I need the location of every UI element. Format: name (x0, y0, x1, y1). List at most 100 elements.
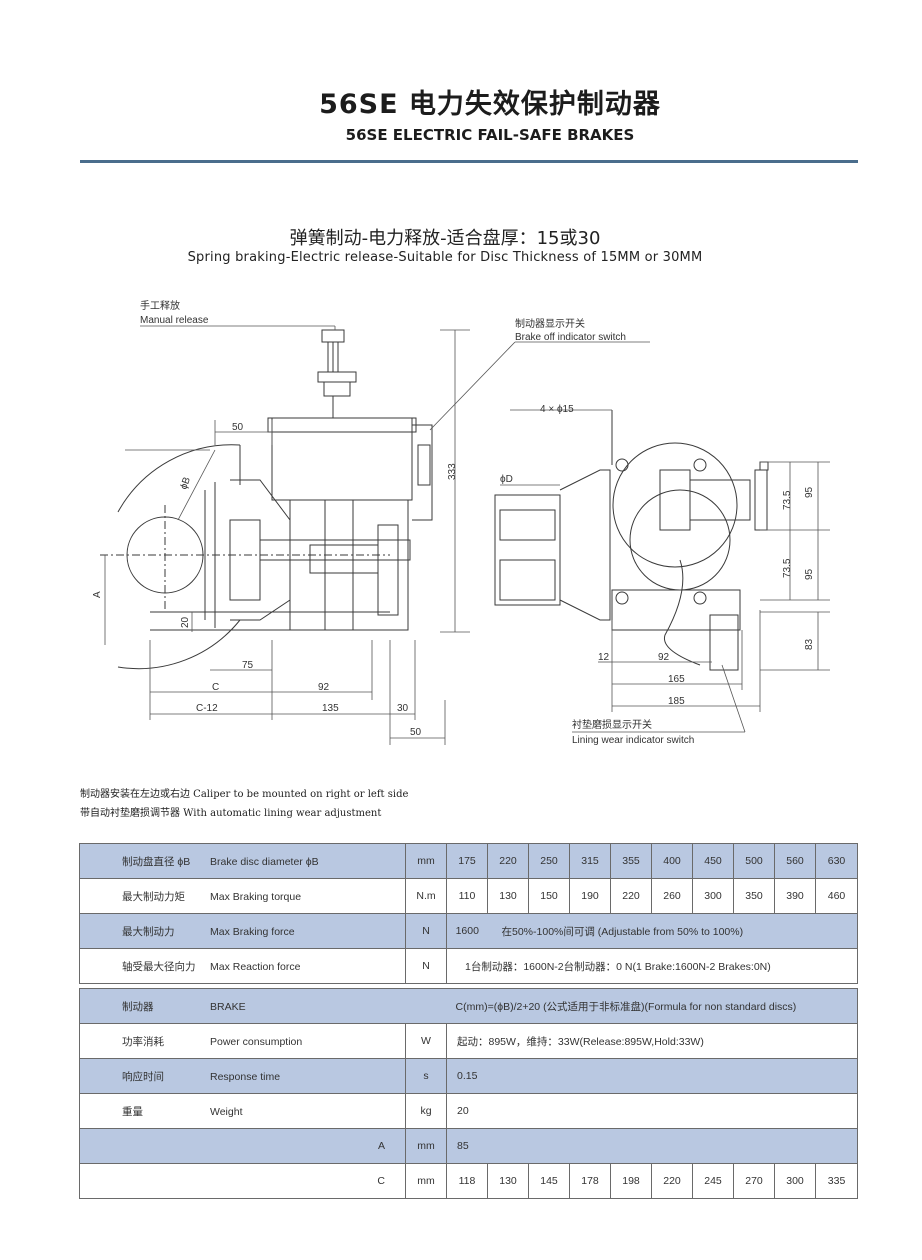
value-cell: 150 (528, 878, 570, 914)
value-cell: 20 (445, 1093, 859, 1129)
dim-label: 165 (668, 674, 685, 685)
value-cell: 0.15 (445, 1058, 859, 1094)
manual-release-label-cn: 手工释放 (140, 299, 180, 312)
dim-label: 12 (598, 652, 610, 663)
value-cell: 1600 (446, 913, 488, 949)
value-cell: 145 (528, 1163, 570, 1199)
value-cell: 300 (774, 1163, 816, 1199)
value-cell: 560 (774, 843, 816, 879)
unit-cell: kg (405, 1093, 447, 1129)
brake-off-label-en: Brake off indicator switch (515, 332, 626, 343)
dim-label: 92 (318, 682, 330, 693)
page-title: 56SE 电力失效保护制动器 (319, 89, 661, 120)
unit-cell: mm (405, 1128, 447, 1164)
dim-label: 185 (668, 696, 685, 707)
dim-label: 73.5 (782, 490, 793, 510)
value-cell: 315 (569, 843, 611, 879)
dim-label: 50 (232, 422, 244, 433)
brake-off-label-cn: 制动器显示开关 (515, 317, 585, 330)
value-cell: C(mm)=(ϕB)/2+20 (公式适用于非标准盘)(Formula for … (405, 988, 859, 1024)
table-row: C mm 118 130 145 178 198 220 245 270 300… (79, 1163, 859, 1199)
dim-label: 30 (397, 703, 409, 714)
dim-label: C-12 (196, 703, 218, 714)
value-cell: 630 (815, 843, 858, 879)
value-cell: 220 (487, 843, 529, 879)
unit-cell: mm (405, 843, 447, 879)
dim-label: 75 (242, 660, 254, 671)
unit-cell: N (405, 913, 447, 949)
dim-label: A (92, 591, 103, 598)
value-cell: 220 (651, 1163, 693, 1199)
value-cell: 460 (815, 878, 858, 914)
value-cell: 118 (446, 1163, 488, 1199)
table-row: A mm 85 (79, 1128, 859, 1164)
value-cell: 355 (610, 843, 652, 879)
value-cell: 220 (610, 878, 652, 914)
row-label: C (79, 1163, 406, 1199)
manual-release-knob (321, 329, 345, 343)
header-rule (80, 160, 858, 163)
technical-drawing: 手工释放 Manual release 制动器显示开关 Brake off in… (92, 299, 830, 746)
brake-disc (117, 444, 241, 670)
value-cell: 178 (569, 1163, 611, 1199)
value-cell: 500 (733, 843, 775, 879)
lining-wear-label-en: Lining wear indicator switch (572, 735, 694, 746)
value-cell: 300 (692, 878, 734, 914)
dim-label: 135 (322, 703, 339, 714)
value-cell: 390 (774, 878, 816, 914)
unit-cell: N (405, 948, 447, 984)
actuator-housing (612, 442, 738, 568)
unit-cell: N.m (405, 878, 447, 914)
dim-label: ϕD (500, 474, 513, 485)
dim-label: C (212, 682, 219, 693)
subtitle-chinese: 弹簧制动-电力释放-适合盘厚：15或30 (289, 228, 601, 249)
value-cell: 400 (651, 843, 693, 879)
value-cell: 85 (445, 1128, 859, 1164)
dim-label: 92 (658, 652, 670, 663)
dim-label: 20 (180, 616, 191, 628)
value-cell: 260 (651, 878, 693, 914)
dim-label: ϕB (178, 475, 193, 491)
note-wear-adjustment: 带自动衬垫磨损调节器 With automatic lining wear ad… (80, 808, 382, 819)
dim-label: 83 (804, 638, 815, 650)
unit-cell: W (405, 1023, 447, 1059)
row-label: A (79, 1128, 406, 1164)
note-mounting: 制动器安装在左边或右边 Caliper to be mounted on rig… (80, 789, 409, 800)
unit-cell: mm (405, 1163, 447, 1199)
page-title-english: 56SE ELECTRIC FAIL-SAFE BRAKES (345, 126, 635, 144)
value-cell: 110 (446, 878, 488, 914)
value-cell: 250 (528, 843, 570, 879)
dim-label: 95 (804, 486, 815, 498)
value-cell: 在50%-100%间可调 (Adjustable from 50% to 100… (487, 913, 858, 949)
dim-label: 333 (447, 463, 458, 480)
holes-label: 4 × ϕ15 (540, 404, 574, 415)
value-cell: 335 (814, 1163, 859, 1199)
value-cell: 130 (487, 1163, 529, 1199)
dim-label: 50 (410, 727, 422, 738)
value-cell: 130 (487, 878, 529, 914)
value-cell: 1台制动器：1600N-2台制动器：0 N(1 Brake:1600N-2 Br… (446, 948, 858, 984)
dim-label: 73.5 (782, 558, 793, 578)
value-cell: 245 (692, 1163, 734, 1199)
lining-wear-label-cn: 衬垫磨损显示开关 (572, 718, 652, 731)
value-cell: 270 (733, 1163, 775, 1199)
dim-label: 95 (804, 568, 815, 580)
